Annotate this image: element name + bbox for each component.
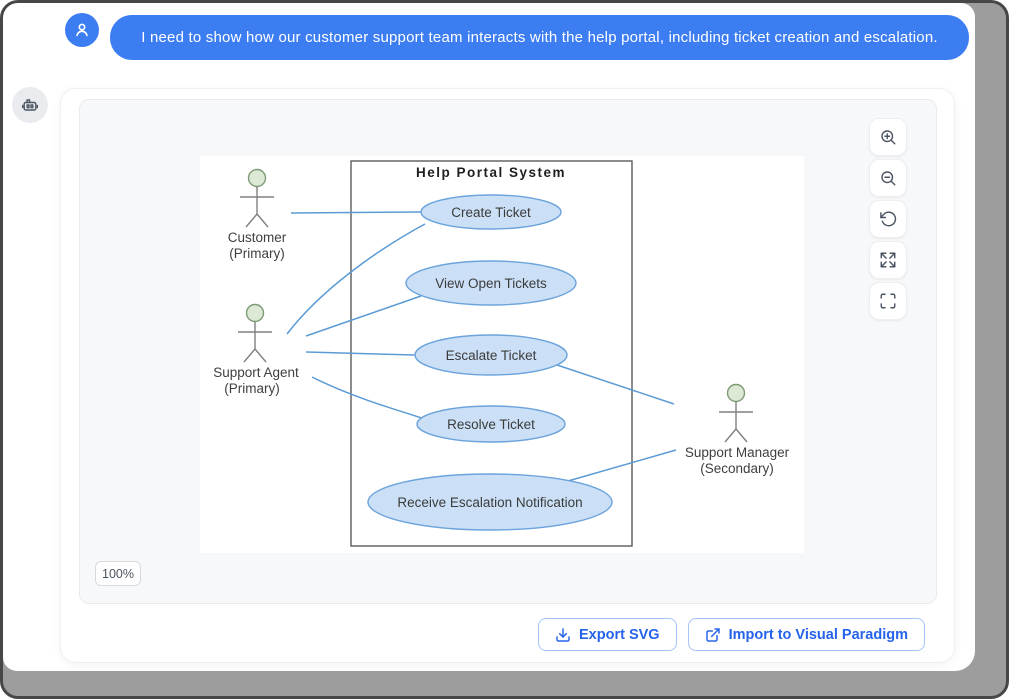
- usecase-create-ticket[interactable]: [420, 194, 562, 230]
- external-link-icon: [705, 627, 720, 642]
- usecase-escalate-ticket-label: Escalate Ticket: [446, 348, 537, 363]
- actor-support-manager-name: Support Manager: [685, 445, 790, 460]
- actor-support-manager-role: (Secondary): [700, 461, 774, 476]
- connectors: [286, 211, 677, 482]
- rotate-ccw-icon: [880, 211, 897, 227]
- corner-brackets-icon: [880, 293, 896, 309]
- use-cases: Create Ticket View Open Tickets Escalate…: [367, 194, 613, 531]
- actor-support-agent[interactable]: [238, 303, 272, 363]
- user-message-bubble: I need to show how our customer support …: [110, 15, 969, 60]
- connector-agent-resolve: [311, 376, 423, 419]
- usecase-view-open-tickets[interactable]: [405, 260, 577, 306]
- usecase-resolve-ticket[interactable]: [416, 405, 566, 443]
- card-footer: Export SVG Import to Visual Paradigm: [538, 618, 925, 651]
- import-visual-paradigm-button[interactable]: Import to Visual Paradigm: [687, 618, 925, 651]
- diagram-toolbar: [869, 118, 907, 320]
- fullscreen-button[interactable]: [869, 282, 907, 320]
- usecase-view-open-tickets-label: View Open Tickets: [435, 276, 547, 291]
- system-title: Help Portal System: [416, 165, 566, 180]
- connector-agent-escalate: [305, 351, 416, 356]
- zoom-level-badge: 100%: [95, 561, 141, 586]
- connector-agent-create: [286, 223, 426, 335]
- assistant-card: Help Portal System Create T: [60, 88, 955, 663]
- actor-head: [245, 303, 265, 323]
- connector-customer-create: [290, 211, 422, 214]
- connector-agent-view: [305, 295, 422, 337]
- use-case-diagram: Help Portal System Create T: [213, 160, 790, 547]
- reset-view-button[interactable]: [869, 200, 907, 238]
- diagram-panel: Help Portal System Create T: [79, 99, 937, 604]
- connector-manager-receive: [567, 449, 677, 482]
- actor-customer-name: Customer: [228, 230, 287, 245]
- actor-customer[interactable]: [240, 168, 274, 228]
- magnifier-plus-icon: [881, 130, 896, 145]
- usecase-receive-escalation-label: Receive Escalation Notification: [397, 495, 582, 510]
- arrows-out-icon: [880, 252, 896, 268]
- actor-head: [247, 168, 267, 188]
- export-svg-label: Export SVG: [579, 626, 660, 643]
- user-message-text: I need to show how our customer support …: [141, 29, 938, 46]
- robot-icon: [21, 99, 39, 111]
- zoom-out-button[interactable]: [869, 159, 907, 197]
- connector-escalate-manager: [556, 364, 675, 405]
- bot-avatar: [12, 87, 48, 123]
- app-window: I need to show how our customer support …: [3, 3, 975, 671]
- expand-button[interactable]: [869, 241, 907, 279]
- usecase-resolve-ticket-label: Resolve Ticket: [447, 417, 535, 432]
- person-icon: [76, 23, 88, 37]
- zoom-in-button[interactable]: [869, 118, 907, 156]
- diagram-canvas[interactable]: Help Portal System Create T: [200, 156, 804, 553]
- user-avatar: [65, 13, 99, 47]
- export-svg-button[interactable]: Export SVG: [538, 618, 677, 651]
- usecase-create-ticket-label: Create Ticket: [451, 205, 531, 220]
- actor-support-agent-role: (Primary): [224, 381, 280, 396]
- actor-support-manager[interactable]: [719, 383, 753, 443]
- magnifier-minus-icon: [881, 171, 896, 186]
- import-visual-paradigm-label: Import to Visual Paradigm: [728, 626, 908, 643]
- usecase-receive-escalation[interactable]: [367, 473, 613, 531]
- download-icon: [556, 627, 570, 642]
- actor-customer-role: (Primary): [229, 246, 285, 261]
- actor-head: [726, 383, 746, 403]
- usecase-escalate-ticket[interactable]: [414, 334, 568, 376]
- actor-support-agent-name: Support Agent: [213, 365, 299, 380]
